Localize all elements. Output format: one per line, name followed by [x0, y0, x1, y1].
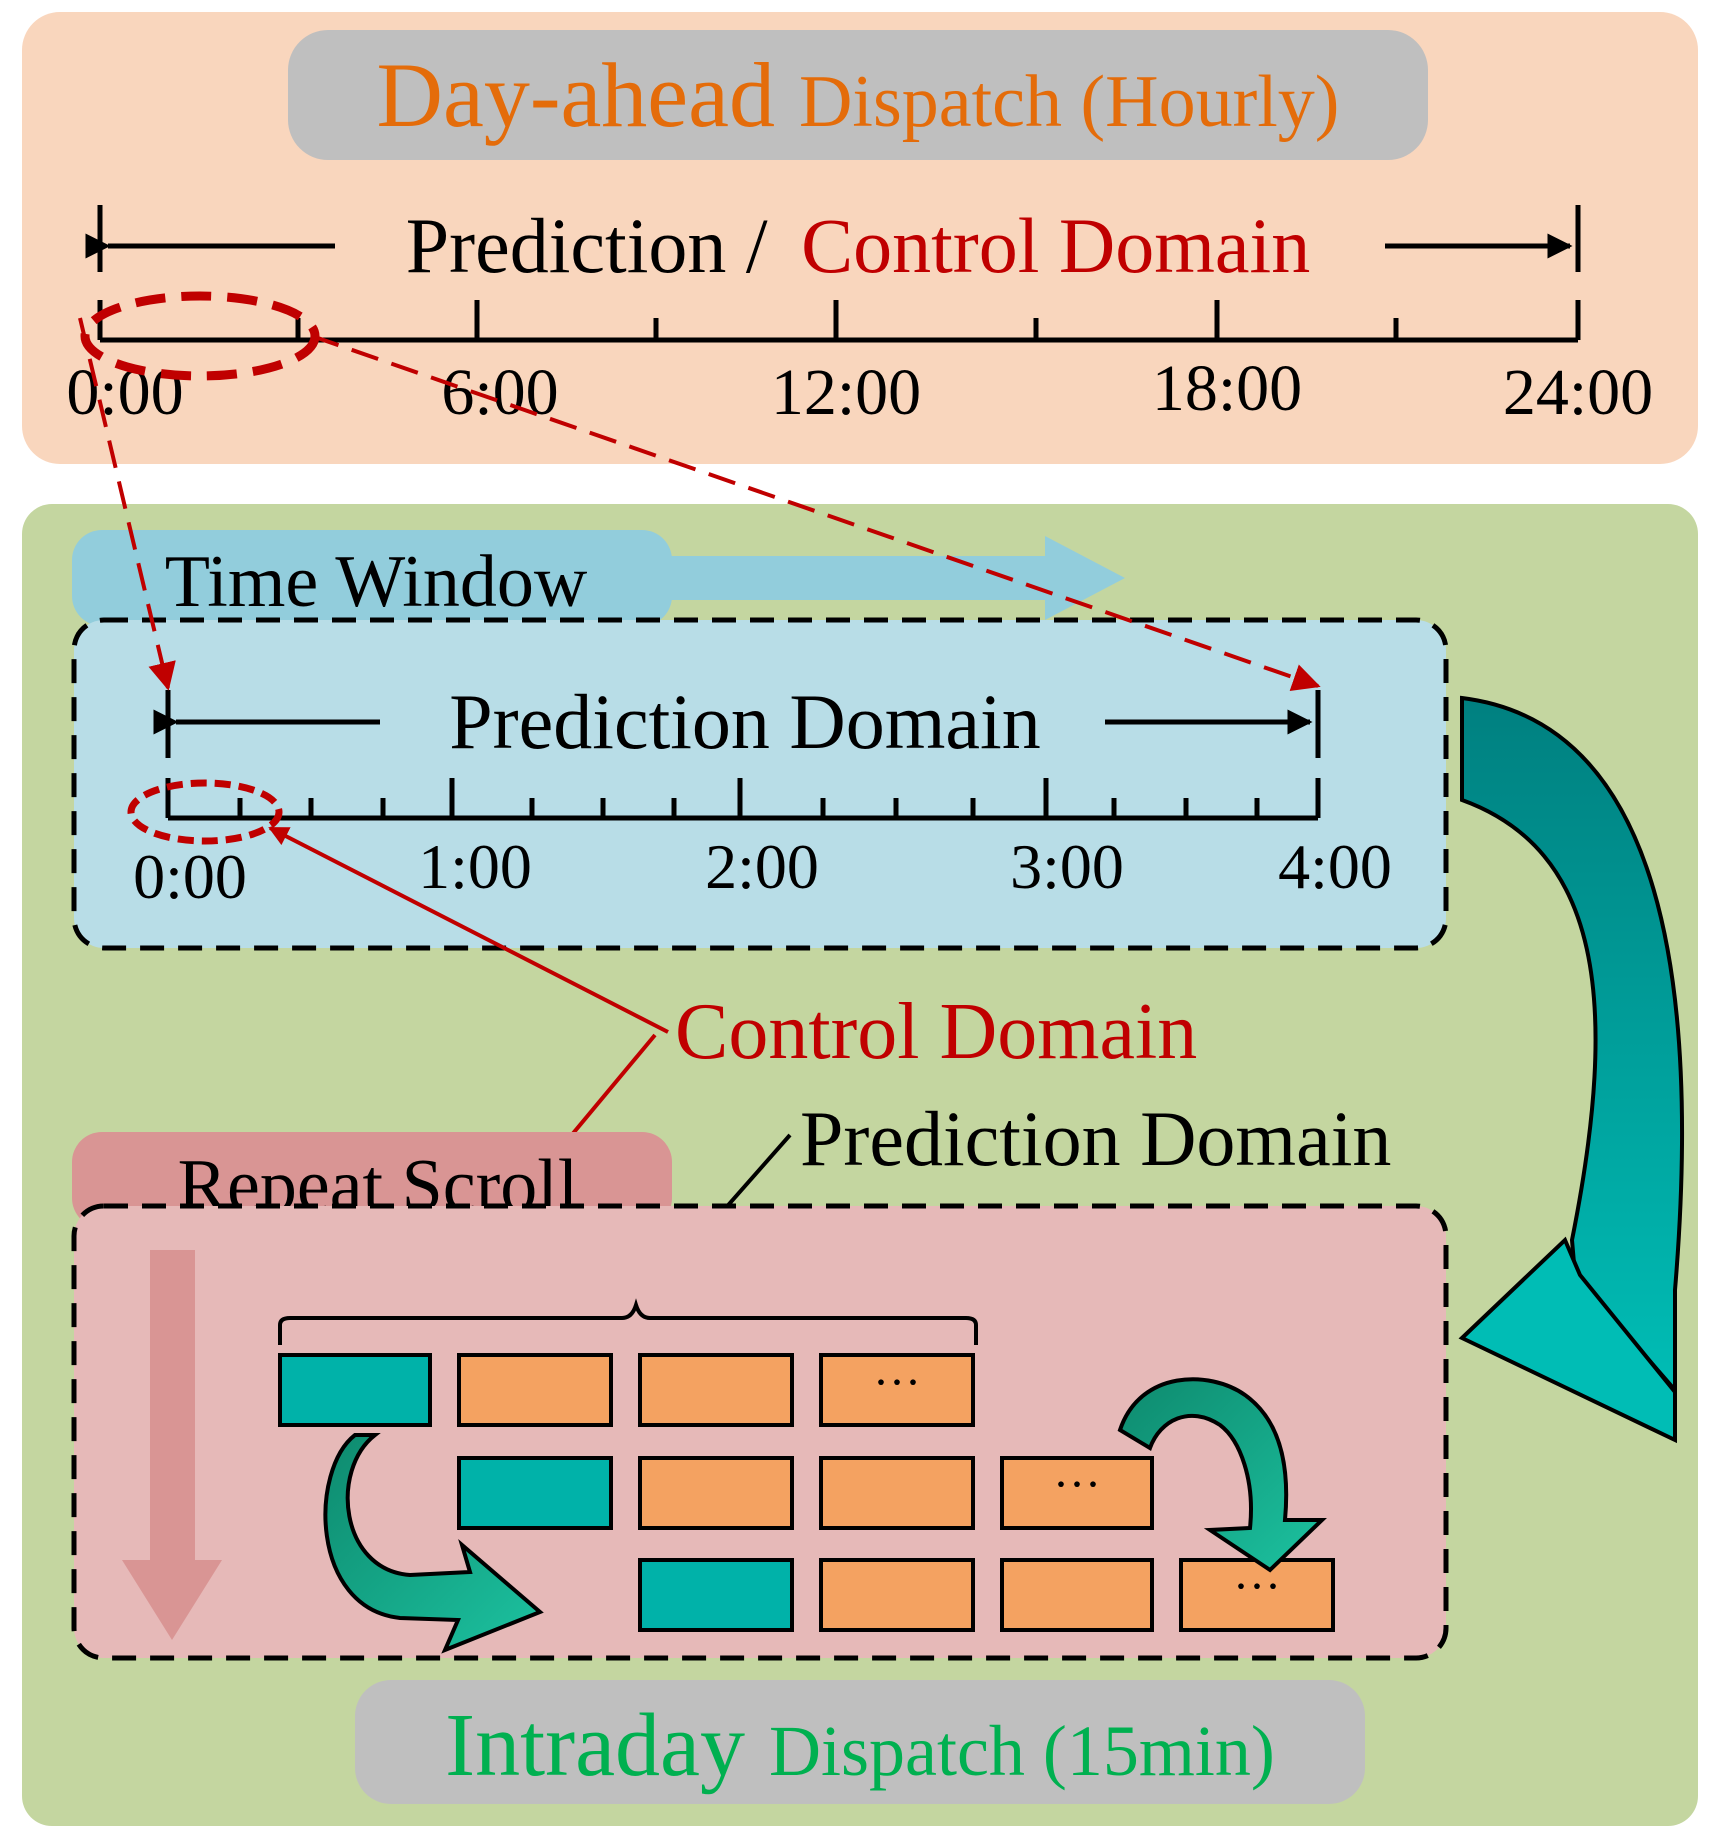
window-tick-2: 2:00	[705, 831, 819, 902]
day-ahead-span-arrow	[85, 205, 1581, 272]
mapping-line-left	[78, 317, 176, 691]
row1-control-block	[278, 1353, 432, 1427]
day-ahead-title: Day-ahead Dispatch (Hourly)	[377, 44, 1340, 146]
prediction-domain-label: Prediction Domain	[800, 1095, 1391, 1182]
curl-arrow-left	[323, 1433, 544, 1654]
repeat-scroll-down-arrow	[122, 1250, 222, 1640]
day-ahead-tick-24: 24:00	[1503, 356, 1653, 429]
window-tick-0: 0:00	[133, 841, 247, 912]
prediction-brace	[278, 1298, 978, 1345]
row1-block-3	[638, 1353, 794, 1427]
window-tick-4: 4:00	[1278, 831, 1392, 902]
time-window-arrow	[640, 536, 1125, 620]
row3-control-block	[638, 1558, 794, 1632]
row2-block-3	[819, 1456, 975, 1530]
day-ahead-tick-12: 12:00	[771, 356, 921, 429]
window-tick-3: 3:00	[1010, 831, 1124, 902]
row2-block-2	[638, 1456, 794, 1530]
day-ahead-title-badge	[288, 30, 1428, 160]
row1-block-4	[819, 1353, 975, 1427]
day-ahead-tick-18: 18:00	[1152, 352, 1302, 425]
row3-block-3	[1000, 1558, 1154, 1632]
scroll-curve-arrow	[1460, 695, 1684, 1396]
row2-block-4	[1000, 1456, 1154, 1530]
curl-arrow-right	[1117, 1377, 1327, 1573]
day-ahead-axis	[97, 300, 1581, 343]
row1-ellipsis: ···	[873, 1356, 921, 1409]
time-window-box	[71, 617, 1449, 951]
time-window-label: Time Window	[165, 541, 588, 623]
day-ahead-span-label: Prediction / Control Domain	[406, 202, 1310, 289]
scroll-curve-arrowhead	[1458, 1236, 1677, 1444]
time-window-tab	[72, 530, 672, 626]
window-control-ellipse	[127, 779, 283, 845]
intraday-title-badge	[355, 1680, 1365, 1804]
row2-ellipsis: ···	[1053, 1458, 1101, 1511]
mapping-line-right	[311, 334, 1321, 691]
window-tick-labels: 0:00 1:00 2:00 3:00 4:00	[133, 831, 1392, 912]
day-ahead-tick-6: 6:00	[441, 356, 558, 429]
window-tick-1: 1:00	[418, 831, 532, 902]
control-domain-label: Control Domain	[675, 988, 1197, 1076]
window-span-arrow	[153, 690, 1321, 758]
intraday-title: Intraday Dispatch (15min)	[445, 1696, 1275, 1795]
row3-block-2	[819, 1558, 975, 1632]
window-prediction-label: Prediction Domain	[449, 678, 1040, 765]
row1-block-2	[457, 1353, 613, 1427]
row2-control-block	[457, 1456, 613, 1530]
window-axis	[165, 778, 1321, 821]
